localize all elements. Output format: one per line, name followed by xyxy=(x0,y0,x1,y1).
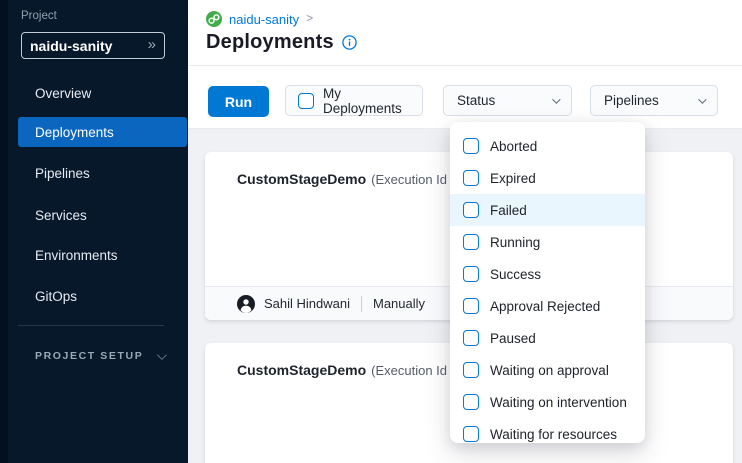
trigger-type: Manually xyxy=(373,296,426,311)
status-option-paused[interactable]: Paused xyxy=(450,322,645,354)
my-deployments-checkbox[interactable] xyxy=(298,92,314,109)
status-option-waiting-on-approval[interactable]: Waiting on approval xyxy=(450,354,645,386)
breadcrumb: naidu-sanity > xyxy=(206,11,313,27)
status-option-success[interactable]: Success xyxy=(450,258,645,290)
project-sidebar: Project » Overview Deployments Pipelines… xyxy=(0,0,188,463)
checkbox[interactable] xyxy=(463,426,479,442)
my-deployments-filter[interactable]: My Deployments xyxy=(285,85,423,116)
project-name-input[interactable] xyxy=(22,37,146,54)
sidebar-item-deployments[interactable]: Deployments xyxy=(18,117,187,147)
sidebar-item-pipelines[interactable]: Pipelines xyxy=(35,165,90,181)
pipelines-filter-select[interactable]: Pipelines xyxy=(590,85,718,116)
chevron-down-icon xyxy=(698,94,707,104)
status-option-running[interactable]: Running xyxy=(450,226,645,258)
project-setup-toggle[interactable]: PROJECT SETUP xyxy=(35,349,168,362)
status-option-aborted[interactable]: Aborted xyxy=(450,130,645,162)
pipeline-title: CustomStageDemo (Execution Id xyxy=(205,343,733,378)
checkbox[interactable] xyxy=(463,266,479,282)
nav-module-strip xyxy=(0,0,8,463)
status-filter-label: Status xyxy=(457,93,496,108)
checkbox[interactable] xyxy=(463,170,479,186)
cd-module-icon xyxy=(206,11,222,27)
status-option-waiting-on-intervention[interactable]: Waiting on intervention xyxy=(450,386,645,418)
pipeline-name[interactable]: CustomStageDemo xyxy=(237,362,367,378)
run-button[interactable]: Run xyxy=(208,86,269,117)
status-option-expired[interactable]: Expired xyxy=(450,162,645,194)
pipeline-name[interactable]: CustomStageDemo xyxy=(237,171,367,187)
checkbox[interactable] xyxy=(463,298,479,314)
project-label: Project xyxy=(21,10,57,22)
chevron-down-icon xyxy=(157,349,168,360)
double-chevron-right-icon[interactable]: » xyxy=(147,36,156,53)
sidebar-item-environments[interactable]: Environments xyxy=(35,247,118,263)
execution-id-text: (Execution Id xyxy=(371,363,448,378)
checkbox[interactable] xyxy=(463,138,479,154)
footer-divider xyxy=(361,295,362,312)
status-option-approval-rejected[interactable]: Approval Rejected xyxy=(450,290,645,322)
execution-id-text: (Execution Id xyxy=(371,172,448,187)
deployments-toolbar: Run My Deployments Status Pipelines xyxy=(188,66,742,129)
sidebar-item-gitops[interactable]: GitOps xyxy=(35,288,78,304)
info-icon[interactable] xyxy=(342,35,357,50)
status-filter-select[interactable]: Status xyxy=(443,85,572,116)
pipelines-filter-label: Pipelines xyxy=(604,93,659,108)
user-avatar-icon xyxy=(237,294,255,313)
checkbox[interactable] xyxy=(463,202,479,218)
sidebar-item-services[interactable]: Services xyxy=(35,207,87,223)
status-option-waiting-for-resources[interactable]: Waiting for resources xyxy=(450,418,645,450)
page-header xyxy=(188,0,742,66)
page-title: Deployments xyxy=(206,31,334,53)
my-deployments-label: My Deployments xyxy=(323,85,402,116)
project-switcher[interactable]: » xyxy=(21,32,165,59)
sidebar-divider xyxy=(18,325,164,326)
project-setup-label: PROJECT SETUP xyxy=(35,350,144,362)
pipeline-title: CustomStageDemo (Execution Id xyxy=(205,152,733,187)
page-title-row: Deployments xyxy=(206,31,357,54)
chevron-down-icon xyxy=(552,94,561,104)
checkbox[interactable] xyxy=(463,234,479,250)
checkbox[interactable] xyxy=(463,330,479,346)
status-option-failed[interactable]: Failed xyxy=(450,194,645,226)
breadcrumb-project-link[interactable]: naidu-sanity xyxy=(229,11,300,27)
status-filter-dropdown: Aborted Expired Failed Running Success A… xyxy=(450,122,645,443)
triggered-by-user: Sahil Hindwani xyxy=(264,296,350,311)
checkbox[interactable] xyxy=(463,362,479,378)
sidebar-item-overview[interactable]: Overview xyxy=(35,85,92,101)
breadcrumb-separator: > xyxy=(306,11,314,25)
checkbox[interactable] xyxy=(463,394,479,410)
